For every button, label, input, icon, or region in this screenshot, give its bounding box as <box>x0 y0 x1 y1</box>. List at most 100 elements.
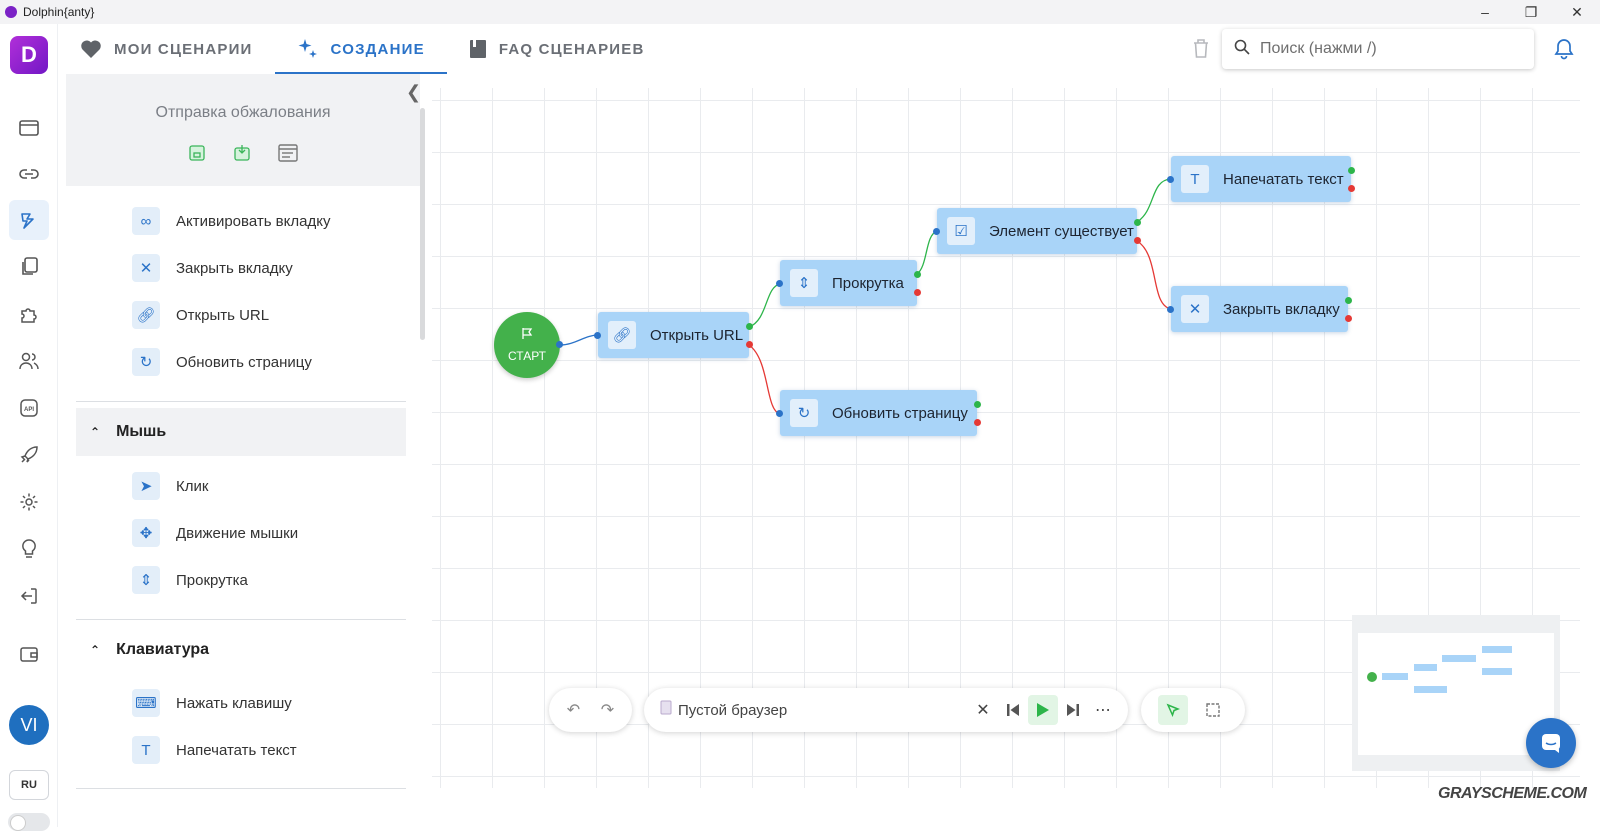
list-item[interactable]: ➤ Клик <box>132 471 208 501</box>
node-label: Прокрутка <box>832 274 904 292</box>
browser-selector[interactable]: Пустой браузер <box>678 701 788 719</box>
minimap[interactable] <box>1352 615 1560 771</box>
sparkle-icon <box>297 38 319 60</box>
top-tabs: МОИ СЦЕНАРИИ СОЗДАНИЕ FAQ СЦЕНАРИЕВ <box>58 24 667 74</box>
success-port[interactable] <box>1134 219 1141 226</box>
success-port[interactable] <box>746 323 753 330</box>
more-options-icon[interactable]: ⋯ <box>1095 702 1111 719</box>
success-port[interactable] <box>914 271 921 278</box>
input-port[interactable] <box>1167 306 1174 313</box>
list-item[interactable]: ✕ Закрыть вкладку <box>132 253 293 283</box>
error-port[interactable] <box>1134 237 1141 244</box>
success-port[interactable] <box>1345 297 1352 304</box>
pointer-select-icon[interactable] <box>1158 695 1188 725</box>
scenario-name[interactable]: Отправка обжалования <box>155 104 331 121</box>
node-label: Закрыть вкладку <box>1223 300 1340 318</box>
error-port[interactable] <box>1348 185 1355 192</box>
skip-forward-icon[interactable] <box>1058 695 1088 725</box>
save-icon[interactable] <box>188 144 206 167</box>
api-icon[interactable]: API <box>9 388 49 428</box>
panel-scrollbar[interactable] <box>420 108 425 340</box>
close-window-button[interactable]: ✕ <box>1571 3 1583 20</box>
wallet-icon[interactable] <box>9 634 49 674</box>
node-refresh-page[interactable]: ↻ Обновить страницу <box>780 390 977 436</box>
browser-profiles-icon[interactable] <box>9 108 49 148</box>
node-type-text[interactable]: T Напечатать текст <box>1171 156 1351 202</box>
scenario-header: ❮ Отправка обжалования <box>66 74 420 186</box>
clear-browser-icon[interactable]: ✕ <box>976 702 990 719</box>
collapse-panel-chevron-icon[interactable]: ❮ <box>406 82 420 102</box>
start-output-port[interactable] <box>556 341 563 348</box>
tab-faq[interactable]: FAQ СЦЕНАРИЕВ <box>447 24 667 74</box>
tab-my-scenarios[interactable]: МОИ СЦЕНАРИИ <box>58 24 275 74</box>
node-scroll[interactable]: ⇕ Прокрутка <box>780 260 917 306</box>
success-port[interactable] <box>974 401 981 408</box>
list-item[interactable]: ⇕ Прокрутка <box>132 565 248 595</box>
node-element-exists[interactable]: ☑ Элемент существует <box>937 208 1137 254</box>
node-open-url[interactable]: 🔗︎ Открыть URL <box>598 312 749 358</box>
proxy-link-icon[interactable] <box>9 154 49 194</box>
tab-create[interactable]: СОЗДАНИЕ <box>274 24 448 74</box>
node-label: Элемент существует <box>989 222 1134 240</box>
start-label: СТАРТ <box>508 349 546 363</box>
item-label: Прокрутка <box>176 571 248 589</box>
settings-gear-icon[interactable] <box>9 482 49 522</box>
section-title: Клавиатура <box>116 641 210 658</box>
error-port[interactable] <box>974 419 981 426</box>
success-port[interactable] <box>1348 167 1355 174</box>
node-close-tab[interactable]: ✕ Закрыть вкладку <box>1171 286 1348 332</box>
scenarios-icon[interactable] <box>9 200 49 240</box>
window-title: Dolphin{anty} <box>23 5 95 19</box>
search-box[interactable] <box>1222 29 1534 69</box>
search-input[interactable] <box>1260 40 1520 58</box>
list-item[interactable]: 🔗︎ Открыть URL <box>132 300 269 330</box>
list-item[interactable]: T Напечатать текст <box>132 735 297 765</box>
redo-icon[interactable]: ↷ <box>600 702 615 719</box>
dolphin-logo-icon[interactable]: D <box>10 36 48 74</box>
list-item[interactable]: ↻ Обновить страницу <box>132 347 312 377</box>
save-as-copy-icon[interactable] <box>232 144 252 167</box>
flag-icon <box>521 327 533 343</box>
tab-label: СОЗДАНИЕ <box>330 40 425 58</box>
user-avatar[interactable]: VI <box>9 705 49 745</box>
error-port[interactable] <box>1345 315 1352 322</box>
language-switch[interactable]: RU <box>9 770 49 800</box>
input-port[interactable] <box>1167 176 1174 183</box>
undo-icon[interactable]: ↶ <box>566 702 581 719</box>
logout-icon[interactable] <box>9 576 49 616</box>
rocket-icon[interactable] <box>9 435 49 475</box>
trash-icon[interactable] <box>1192 38 1210 63</box>
browser-file-icon <box>660 700 672 720</box>
item-label: Нажать клавишу <box>176 694 292 712</box>
users-icon[interactable] <box>9 341 49 381</box>
play-icon[interactable] <box>1028 695 1058 725</box>
list-item[interactable]: ✥ Движение мышки <box>132 518 298 548</box>
notifications-bell-icon[interactable] <box>1554 38 1574 65</box>
section-mouse[interactable]: ⌃ Мышь <box>76 408 406 456</box>
close-icon: ✕ <box>132 254 160 282</box>
lightbulb-icon[interactable] <box>9 529 49 569</box>
flow-canvas[interactable] <box>432 88 1580 788</box>
extensions-puzzle-icon[interactable] <box>9 294 49 334</box>
list-item[interactable]: ∞ Активировать вкладку <box>132 206 330 236</box>
error-port[interactable] <box>746 341 753 348</box>
input-port[interactable] <box>776 410 783 417</box>
input-port[interactable] <box>933 228 940 235</box>
restore-button[interactable]: ❐ <box>1524 3 1538 20</box>
theme-toggle[interactable] <box>8 813 50 831</box>
area-select-icon[interactable] <box>1198 695 1228 725</box>
support-chat-button[interactable] <box>1526 718 1576 768</box>
section-keyboard[interactable]: ⌃ Клавиатура <box>76 626 406 674</box>
list-item[interactable]: ⌨ Нажать клавишу <box>132 688 292 718</box>
input-port[interactable] <box>776 280 783 287</box>
input-port[interactable] <box>594 332 601 339</box>
cursor-click-icon: ➤ <box>132 472 160 500</box>
start-node[interactable]: СТАРТ <box>494 312 560 378</box>
skip-back-icon[interactable] <box>998 695 1028 725</box>
item-label: Закрыть вкладку <box>176 259 293 277</box>
error-port[interactable] <box>914 289 921 296</box>
scenario-settings-icon[interactable] <box>278 144 298 167</box>
item-label: Движение мышки <box>176 524 299 542</box>
copy-pages-icon[interactable] <box>9 247 49 287</box>
minimize-button[interactable]: – <box>1481 4 1489 20</box>
